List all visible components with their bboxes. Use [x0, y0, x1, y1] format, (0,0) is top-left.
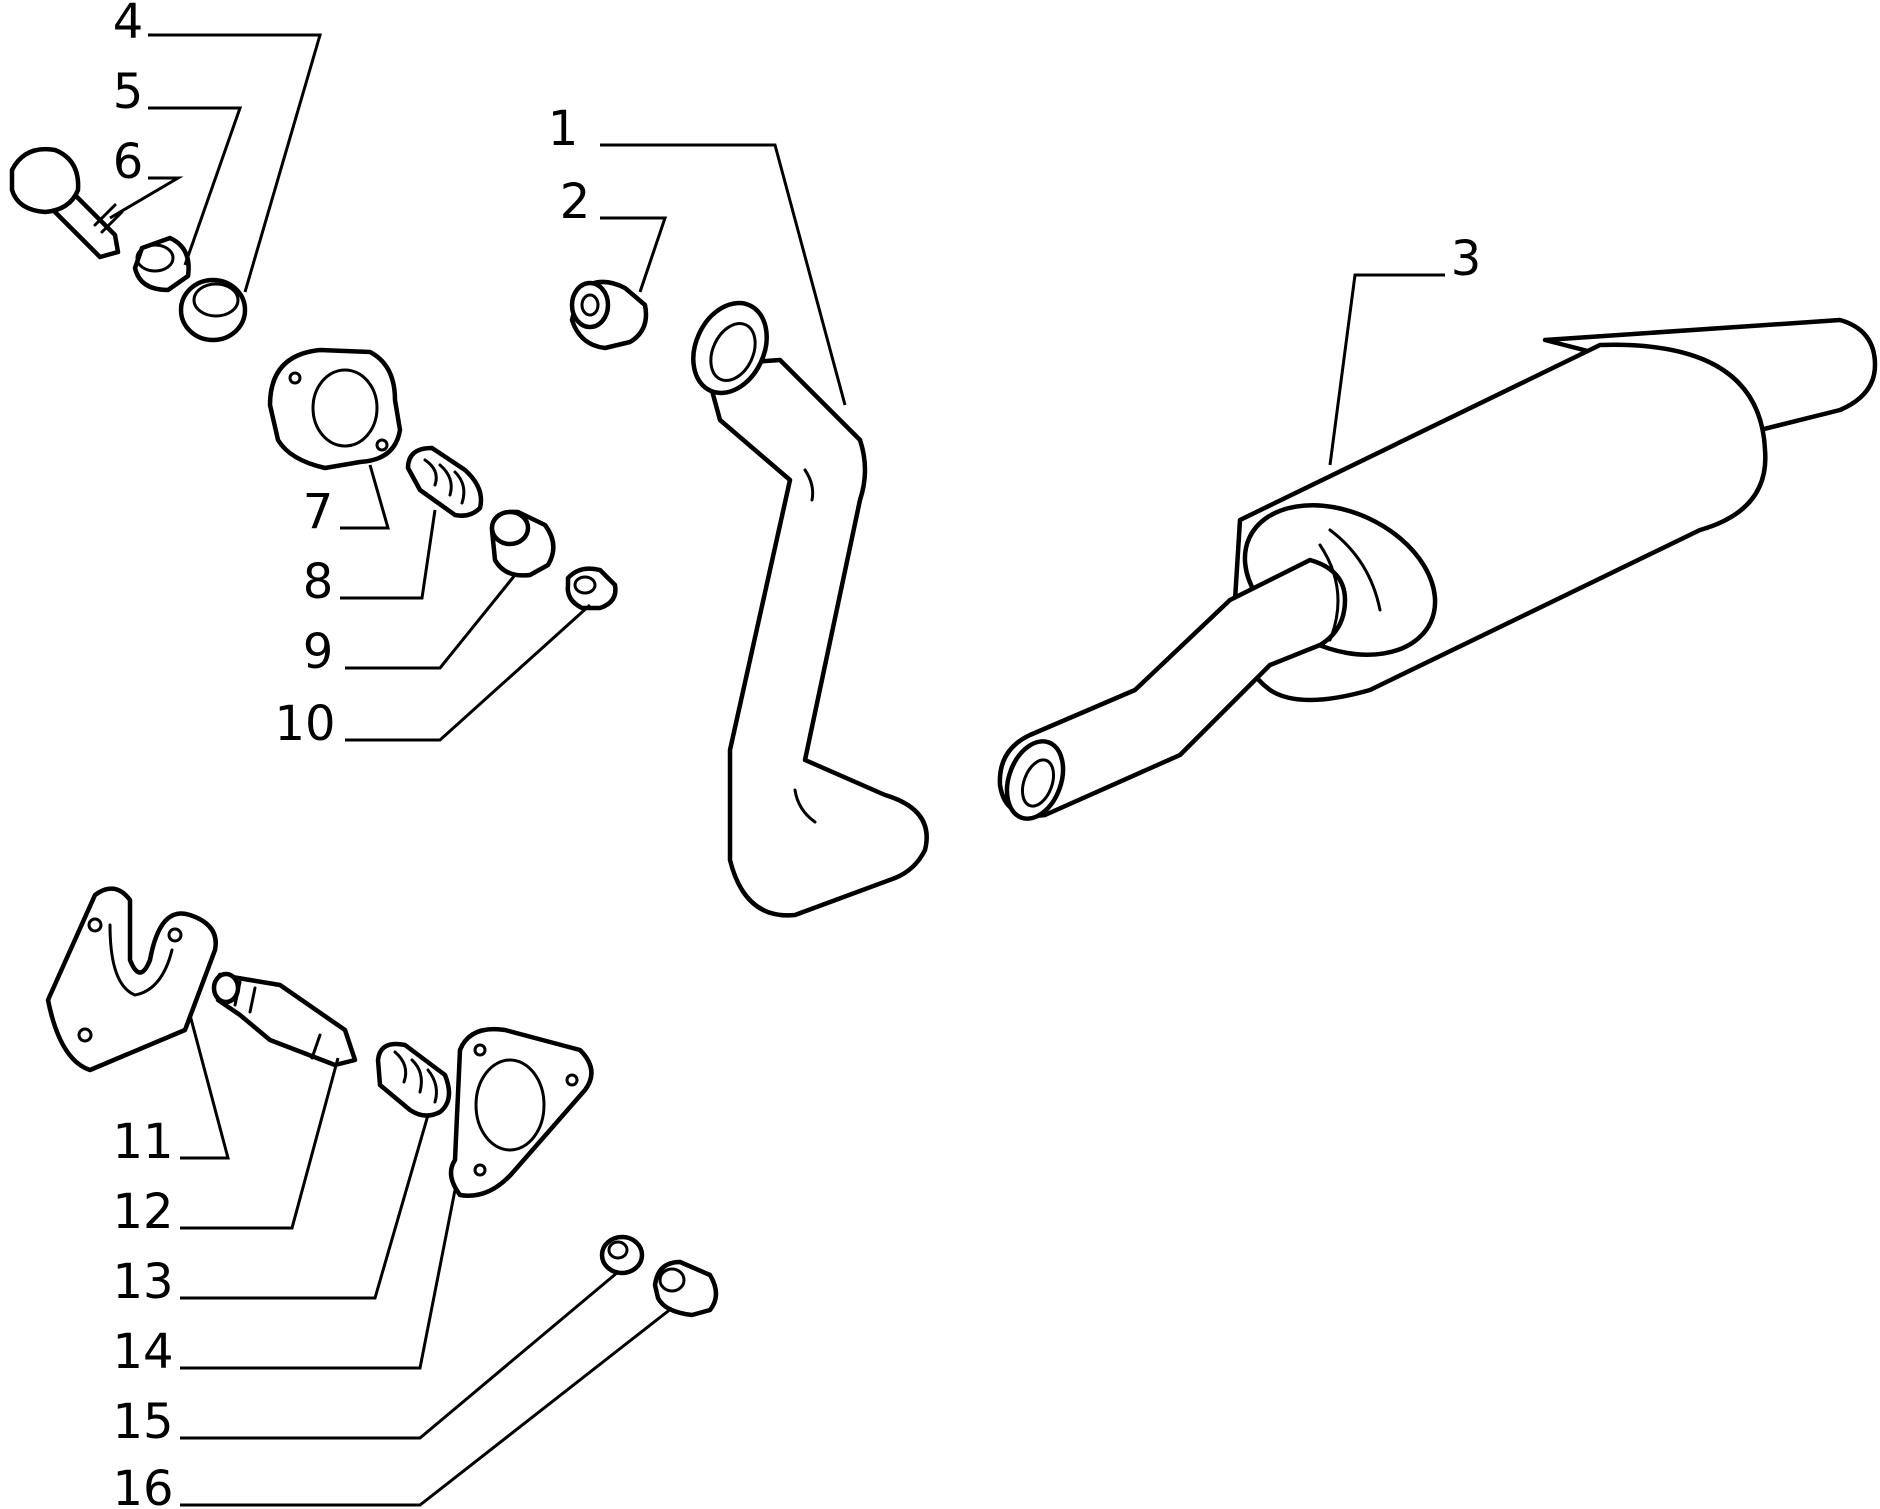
leader-12 [180, 1057, 340, 1230]
callout-13: 13 [112, 1254, 173, 1310]
leader-5 [148, 106, 243, 266]
leader-6 [109, 176, 184, 220]
leader-2 [600, 216, 668, 293]
leader-9 [345, 574, 517, 670]
leader-lines [109, 33, 1445, 1507]
leader-1 [600, 143, 847, 406]
callout-12: 12 [112, 1184, 173, 1240]
mounting-bracket [45, 886, 218, 1073]
rubber-bushing-upper [489, 509, 556, 578]
leader-13 [180, 1114, 430, 1300]
leader-14 [180, 1189, 457, 1370]
callout-labels: 1 2 3 4 5 6 7 8 9 10 11 12 13 14 15 16 [112, 0, 1481, 1509]
leader-7 [340, 464, 390, 530]
leader-3 [1328, 273, 1445, 466]
callout-11: 11 [112, 1114, 173, 1170]
hex-nut-upper [565, 566, 618, 611]
leader-16 [180, 1306, 673, 1507]
callout-3: 3 [1451, 231, 1482, 287]
callout-8: 8 [303, 554, 334, 610]
callout-9: 9 [303, 624, 334, 680]
coil-spring-upper [405, 445, 484, 518]
leader-4 [148, 33, 323, 293]
callout-1: 1 [548, 101, 579, 157]
callout-6: 6 [113, 134, 144, 190]
leader-11 [180, 1014, 230, 1160]
callout-2: 2 [560, 174, 591, 230]
leader-15 [180, 1270, 619, 1440]
washer [599, 1234, 645, 1276]
rear-silencer [997, 317, 1878, 821]
callout-4: 4 [113, 0, 144, 50]
collar-nut [652, 1259, 719, 1318]
coil-spring-lower [375, 1041, 452, 1118]
rubber-mount [569, 279, 649, 351]
flange-nut [178, 277, 248, 343]
leader-10 [345, 603, 592, 742]
triangular-flange [448, 1026, 594, 1198]
callout-14: 14 [112, 1324, 173, 1380]
callout-5: 5 [113, 64, 144, 120]
flange-gasket [267, 347, 403, 471]
spacer-sleeve [132, 235, 191, 293]
callout-10: 10 [274, 696, 335, 752]
callout-16: 16 [112, 1461, 173, 1509]
leader-8 [340, 509, 437, 600]
threaded-stud [211, 971, 358, 1068]
hex-bolt [9, 146, 124, 260]
front-exhaust-pipe [691, 300, 929, 918]
callout-7: 7 [303, 484, 334, 540]
callout-15: 15 [112, 1394, 173, 1450]
